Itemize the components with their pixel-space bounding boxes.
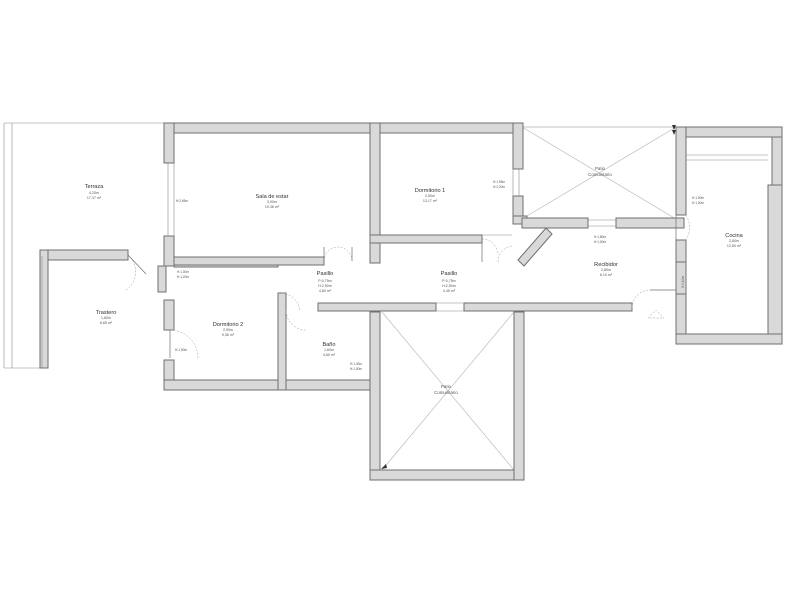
terraza-outline xyxy=(3,122,164,369)
room-dims: P:0,75m xyxy=(442,279,455,283)
room-name: Pasillo xyxy=(441,271,457,277)
room-label-patio-top: Patio Comunitario xyxy=(588,166,612,177)
room-label-dormitorio-1: Dormitorio 1 2,50m 13,17 m² xyxy=(415,188,445,203)
room-dims: 1,60m xyxy=(324,348,334,352)
room-dims: 4,20m xyxy=(89,191,99,195)
room-name: Patio xyxy=(595,166,606,171)
room-name: Pasillo xyxy=(317,271,333,277)
room-area: 19,36 m² xyxy=(265,205,280,209)
dim-label: H:1,00m xyxy=(350,367,362,371)
room-area: 9,36 m² xyxy=(222,333,235,337)
room-label-pasillo-2: Pasillo P:0,75m H:2,50m 4,45 m² xyxy=(441,271,457,293)
compass-icon xyxy=(381,125,676,469)
dim-label: H:2,10m xyxy=(681,276,685,288)
dim-label: H:2,65m xyxy=(176,199,188,203)
room-name: Baño xyxy=(322,342,335,348)
room-label-dormitorio-2: Dormitorio 2 2,90m 9,36 m² xyxy=(213,322,243,337)
interior-lines xyxy=(41,154,768,368)
dim-label: H:1,90m xyxy=(175,348,187,352)
dim-label: H:1,95m xyxy=(493,180,505,184)
walls xyxy=(39,122,783,481)
dim-label: H:1,00m xyxy=(594,240,606,244)
room-area: 6,10 m² xyxy=(600,273,613,277)
room-name: Cocina xyxy=(725,233,743,239)
room-area: 12,50 m² xyxy=(727,244,742,248)
doors xyxy=(125,214,690,359)
room-name: Dormitorio 2 xyxy=(213,322,243,328)
patio-top-outline xyxy=(521,126,677,220)
room-dims: 3,00m xyxy=(267,200,277,204)
room-area: 4,80 m² xyxy=(319,289,332,293)
room-name: Recibidor xyxy=(594,262,618,268)
room-label-bano: Baño 1,60m 4,60 m² xyxy=(322,342,335,357)
dim-label: H:1,20m xyxy=(177,275,189,279)
dim-label: H:1,00m xyxy=(692,201,704,205)
room-dims: 2,80m xyxy=(601,268,611,272)
room-area: 6,65 m² xyxy=(100,321,113,325)
room-label-sala: Sala de estar 3,00m 19,36 m² xyxy=(256,194,289,209)
patio-bottom-outline xyxy=(381,311,515,471)
room-name: Patio xyxy=(441,384,452,389)
room-dims: P:0,75m xyxy=(318,279,331,283)
room-area: 13,17 m² xyxy=(423,199,438,203)
room-dims: H:2,50m xyxy=(318,284,332,288)
room-area: 17,37 m² xyxy=(87,196,102,200)
room-label-recibidor: Recibidor 2,80m 6,10 m² xyxy=(594,262,618,277)
room-name: Sala de estar xyxy=(256,194,289,200)
room-label-terraza: Terraza 4,20m 17,37 m² xyxy=(85,184,105,200)
room-name: Terraza xyxy=(85,184,105,190)
room-dims: H:2,50m xyxy=(442,284,456,288)
room-dims: 1,80m xyxy=(101,316,111,320)
room-name: Dormitorio 1 xyxy=(415,188,445,194)
room-name: Comunitario xyxy=(588,172,612,177)
room-name: Comunitario xyxy=(434,390,458,395)
room-area: 4,60 m² xyxy=(323,353,336,357)
dimension-labels: H:2,65m H:1,95m H:2,20m H:1,90m H:1,00m … xyxy=(175,180,704,371)
dim-label: H:1,90m xyxy=(692,196,704,200)
room-dims: 2,90m xyxy=(223,328,233,332)
dim-label: H:2,20m xyxy=(493,185,505,189)
dim-label: H:1,80m xyxy=(594,235,606,239)
room-label-trastero: Trastero 1,80m 6,65 m² xyxy=(96,310,117,325)
room-name: Trastero xyxy=(96,310,117,316)
room-dims: 2,50m xyxy=(425,194,435,198)
dim-label: H:1,40m xyxy=(350,362,362,366)
room-label-patio-bottom: Patio Comunitario xyxy=(434,384,458,395)
room-area: 4,45 m² xyxy=(443,289,456,293)
room-dims: 2,60m xyxy=(729,239,739,243)
room-label-cocina: Cocina 2,60m 12,50 m² xyxy=(725,233,743,248)
dim-label: H:1,00m xyxy=(177,270,189,274)
room-label-pasillo-1: Pasillo P:0,75m H:2,50m 4,80 m² xyxy=(317,271,333,293)
